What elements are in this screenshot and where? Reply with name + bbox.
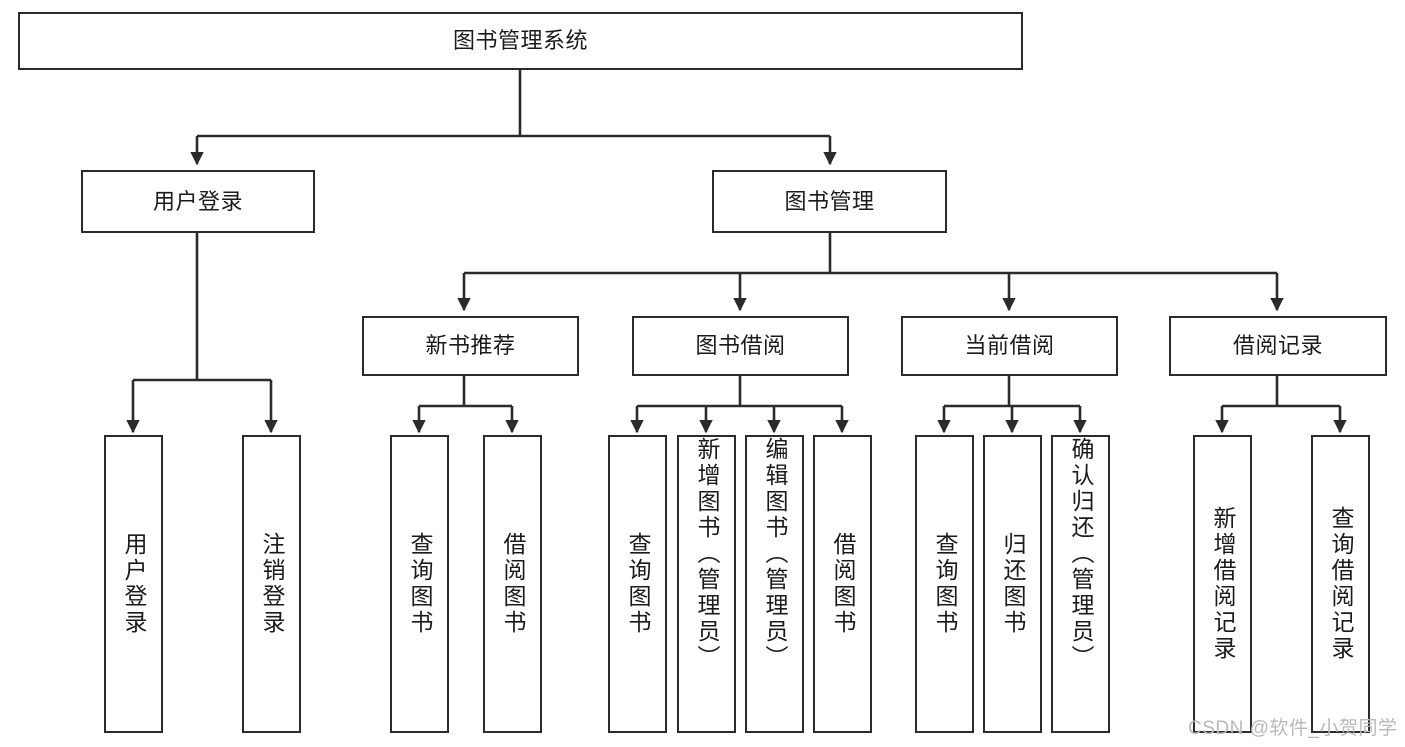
node-current-borrow-label: 当前借阅 <box>964 333 1055 359</box>
node-current-borrow[interactable]: 当前借阅 <box>901 316 1118 376</box>
leaf-bookborrow-borrow[interactable]: 借阅图书 <box>813 435 872 733</box>
leaf-currentborrow-return[interactable]: 归还图书 <box>983 435 1042 733</box>
leaf-borrowrecord-query-label: 查询借阅记录 <box>1328 506 1354 662</box>
node-root-label: 图书管理系统 <box>452 28 588 54</box>
leaf-user-login-logout[interactable]: 注销登录 <box>242 435 301 733</box>
node-book-management-label: 图书管理 <box>784 188 875 214</box>
leaf-user-login-login[interactable]: 用户登录 <box>104 435 163 733</box>
leaf-bookborrow-query[interactable]: 查询图书 <box>608 435 667 733</box>
leaf-bookborrow-edit[interactable]: 编辑图书（管理员） <box>745 435 804 733</box>
node-user-login[interactable]: 用户登录 <box>81 170 315 233</box>
edges-userlogin-to-leaves <box>126 233 278 434</box>
edges-booksmgmt-to-level3 <box>457 233 1284 312</box>
leaf-newbook-borrow-label: 借阅图书 <box>500 532 526 636</box>
leaf-currentborrow-return-label: 归还图书 <box>1000 532 1026 636</box>
edges-currentborrow-to-leaves <box>937 376 1087 434</box>
leaf-borrowrecord-query[interactable]: 查询借阅记录 <box>1311 435 1370 733</box>
leaf-newbook-query-label: 查询图书 <box>407 532 433 636</box>
leaf-bookborrow-add-label: 新增图书（管理员） <box>694 437 720 671</box>
edges-borrowrecord-to-leaves <box>1215 376 1347 434</box>
leaf-currentborrow-confirm[interactable]: 确认归还（管理员） <box>1051 435 1110 733</box>
leaf-currentborrow-query-label: 查询图书 <box>932 532 958 636</box>
node-user-login-label: 用户登录 <box>152 188 243 214</box>
leaf-newbook-borrow[interactable]: 借阅图书 <box>483 435 542 733</box>
leaf-borrowrecord-add[interactable]: 新增借阅记录 <box>1193 435 1252 733</box>
leaf-bookborrow-edit-label: 编辑图书（管理员） <box>762 437 788 671</box>
leaf-user-login-logout-label: 注销登录 <box>259 532 285 636</box>
node-borrow-record-label: 借阅记录 <box>1232 333 1323 359</box>
leaf-borrowrecord-add-label: 新增借阅记录 <box>1210 506 1236 662</box>
leaf-currentborrow-query[interactable]: 查询图书 <box>915 435 974 733</box>
leaf-currentborrow-confirm-label: 确认归还（管理员） <box>1068 437 1094 671</box>
node-new-book-recommend[interactable]: 新书推荐 <box>362 316 579 376</box>
edges-bookborrow-to-leaves <box>630 376 849 434</box>
node-book-borrow[interactable]: 图书借阅 <box>632 316 849 376</box>
node-book-management[interactable]: 图书管理 <box>712 170 947 233</box>
edges-root-to-level2 <box>190 70 837 166</box>
edges-newbook-to-leaves <box>412 376 519 434</box>
node-new-book-recommend-label: 新书推荐 <box>425 333 516 359</box>
leaf-bookborrow-query-label: 查询图书 <box>625 532 651 636</box>
node-borrow-record[interactable]: 借阅记录 <box>1169 316 1387 376</box>
node-book-borrow-label: 图书借阅 <box>695 333 786 359</box>
leaf-user-login-login-label: 用户登录 <box>121 532 147 636</box>
leaf-bookborrow-borrow-label: 借阅图书 <box>830 532 856 636</box>
watermark-text: CSDN @软件_小贺同学 <box>1188 718 1398 739</box>
leaf-bookborrow-add[interactable]: 新增图书（管理员） <box>677 435 736 733</box>
leaf-newbook-query[interactable]: 查询图书 <box>390 435 449 733</box>
node-root[interactable]: 图书管理系统 <box>18 12 1023 70</box>
